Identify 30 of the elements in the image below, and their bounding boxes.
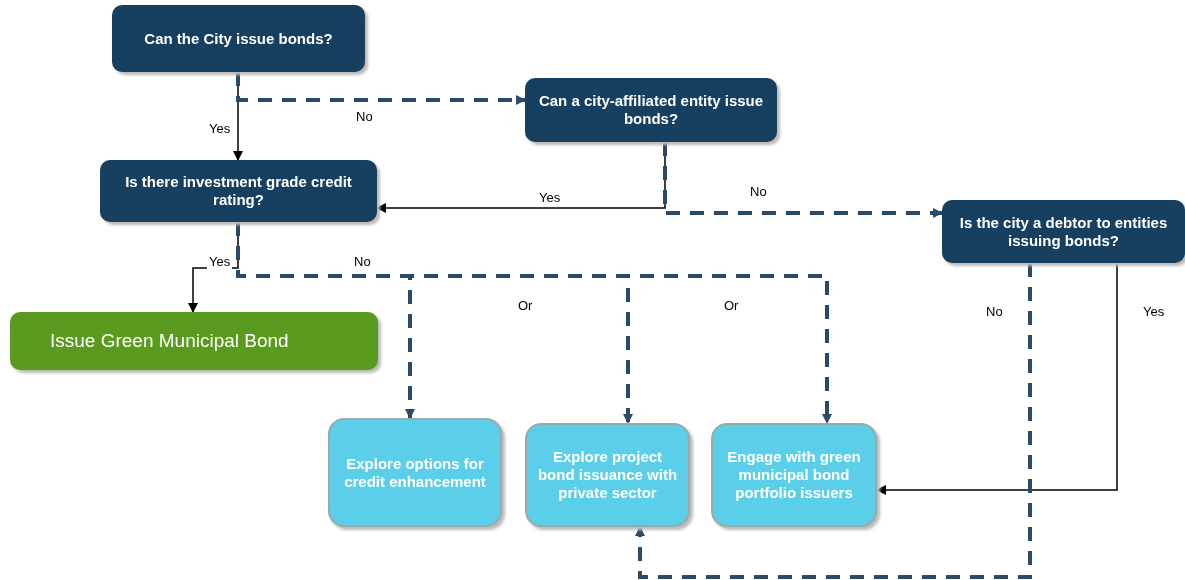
option-box bbox=[711, 423, 877, 527]
dashed-arrow bbox=[635, 263, 1032, 579]
node-text: Can the City issue bonds? bbox=[144, 29, 333, 48]
node-text: Engage with green municipal bond portfolio issuers bbox=[726, 448, 862, 502]
node-text: Can a city-affiliated entity issue bonds? bbox=[537, 92, 765, 128]
decision-box bbox=[942, 200, 1185, 263]
outcome-box bbox=[10, 312, 378, 370]
edge-label: Or bbox=[516, 298, 535, 313]
edge-label: No bbox=[984, 304, 1005, 319]
decision-box bbox=[525, 78, 777, 142]
option-box bbox=[328, 418, 502, 527]
option-box bbox=[525, 423, 690, 527]
node-text: Explore project bond issuance with private sector bbox=[536, 448, 679, 502]
node-text: Issue Green Municipal Bond bbox=[50, 329, 289, 353]
arrow bbox=[876, 262, 1118, 495]
edge-label: No bbox=[352, 254, 373, 269]
edge-label: Yes bbox=[537, 190, 563, 205]
edge-label: Yes bbox=[207, 121, 233, 136]
decision-box bbox=[112, 5, 365, 72]
edge-label: No bbox=[354, 109, 375, 124]
decision-box bbox=[100, 160, 377, 222]
dashed-arrow bbox=[663, 142, 943, 218]
node-text: Explore options for credit enhancement bbox=[343, 454, 487, 491]
edge-label: Yes bbox=[207, 254, 233, 269]
edge-label: No bbox=[748, 184, 769, 199]
edge-label: Or bbox=[722, 298, 741, 313]
node-text: Is there investment grade credit rating? bbox=[124, 173, 353, 209]
edge-label: Yes bbox=[1141, 304, 1167, 319]
dashed-arrow bbox=[236, 72, 526, 105]
node-text: Is the city a debtor to entities issuing bonds? bbox=[958, 213, 1169, 250]
